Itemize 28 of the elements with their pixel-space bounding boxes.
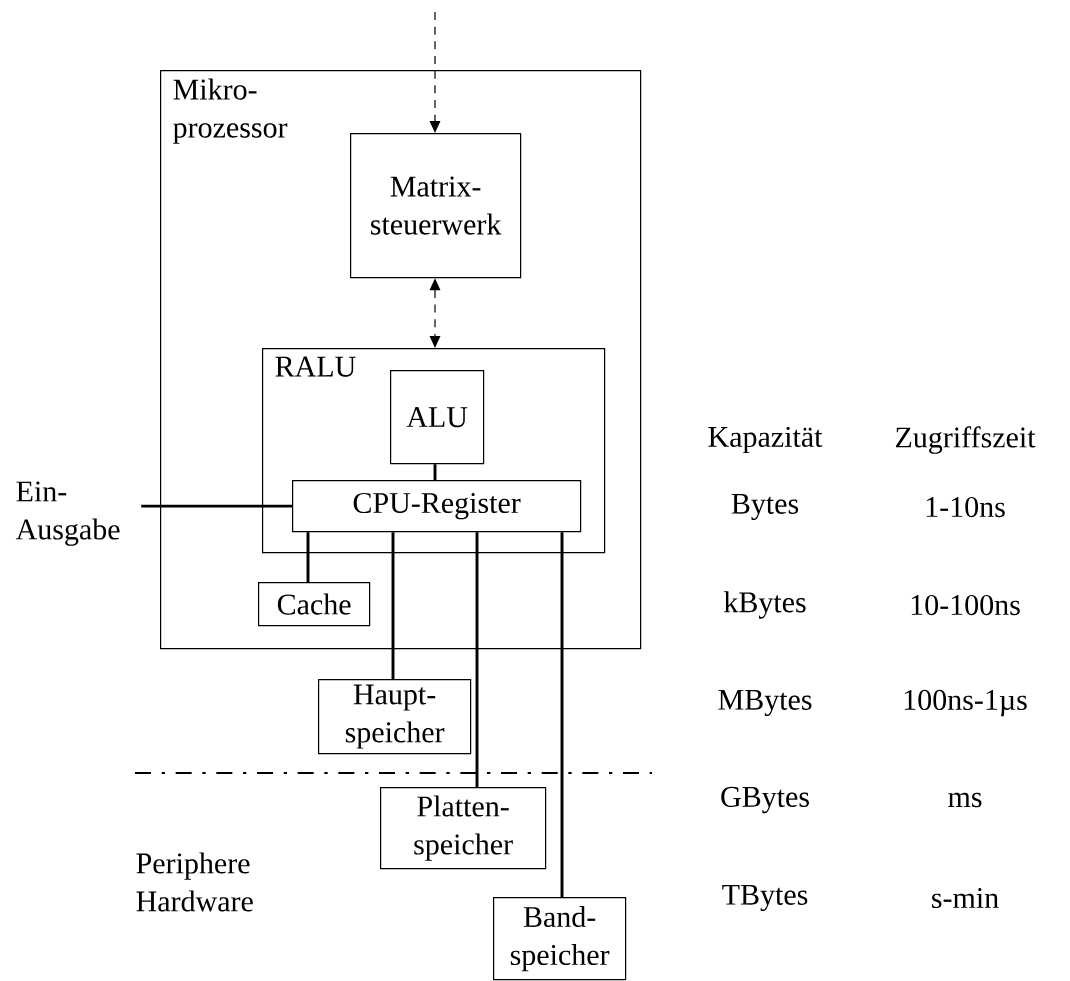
cache-box: Cache (258, 582, 371, 627)
table-cell: 10-100ns (911, 594, 1020, 616)
tape-storage-box: Band- speicher (493, 897, 627, 981)
table-cell: Bytes (731, 493, 799, 521)
connector-line (306, 532, 310, 582)
connector-line (475, 532, 479, 787)
connector-line (560, 532, 564, 897)
column-heading: Kapazität (708, 426, 823, 454)
table-cell: kBytes (723, 591, 806, 619)
table-cell: TBytes (722, 884, 808, 912)
connector-line (433, 464, 437, 480)
table-cell: ms (948, 792, 982, 808)
control-unit-box: Matrix- steuerwerk (350, 133, 522, 279)
register-box: CPU-Register (292, 480, 582, 533)
connector-line (391, 532, 395, 679)
disk-storage-box: Platten- speicher (380, 787, 547, 870)
arrow (429, 11, 441, 133)
column-heading: Zugriffszeit (895, 426, 1036, 454)
table-cell: 1-10ns (926, 496, 1005, 518)
table-cell: s-min (932, 887, 999, 909)
connector-line (141, 504, 292, 508)
alu-box: ALU (390, 370, 485, 465)
table-cell: 100ns-1µs (904, 689, 1027, 717)
table-cell: GBytes (721, 786, 809, 814)
io-label: Ein- Ausgabe (15, 481, 120, 546)
table-cell: MBytes (718, 689, 812, 717)
region-label: Periphere Hardware (136, 852, 253, 912)
memory-box: Haupt- speicher (318, 679, 472, 755)
